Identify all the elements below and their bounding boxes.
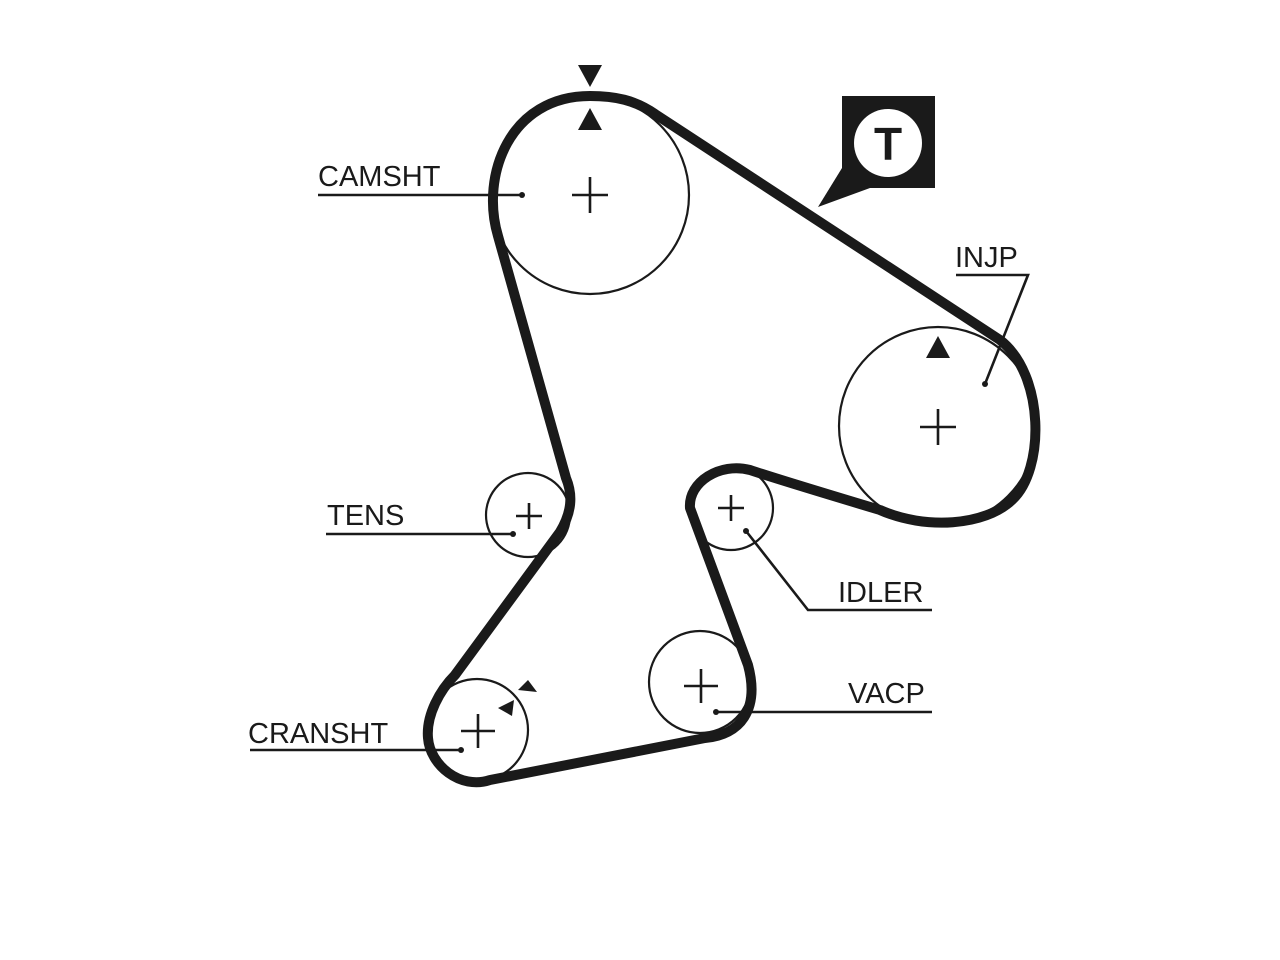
idler-leader: [743, 528, 932, 612]
label-cransht: CRANSHT: [248, 718, 388, 750]
vacuum-pump-leader: [713, 709, 932, 715]
tensioner-leader: [326, 531, 516, 537]
injection-pump-timing-mark-arrow: [926, 336, 950, 358]
timing-belt: [422, 91, 1041, 788]
crankshaft-timing-mark-outer-arrow: [518, 680, 537, 692]
crankshaft-leader: [250, 747, 464, 753]
crankshaft-center-cross: [461, 714, 495, 748]
camshaft-center-cross: [572, 177, 608, 213]
idler-center-cross: [718, 495, 744, 521]
label-tens: TENS: [327, 500, 404, 532]
tension-badge: T: [818, 96, 935, 207]
crankshaft-timing-mark-inner-arrow: [498, 700, 514, 716]
tensioner-center-cross: [516, 503, 542, 529]
label-vacp: VACP: [848, 678, 925, 710]
injection-pump-leader: [956, 273, 1030, 387]
camshaft-timing-mark-pulley-arrow: [578, 108, 602, 130]
tension-badge-letter: T: [874, 118, 902, 170]
injection-pump-center-cross: [920, 409, 956, 445]
camshaft-leader: [318, 192, 525, 198]
label-injp: INJP: [955, 242, 1018, 274]
label-idler: IDLER: [838, 577, 923, 609]
camshaft-timing-mark-top-arrow: [578, 65, 602, 87]
label-camsht: CAMSHT: [318, 161, 441, 193]
vacuum-pump-center-cross: [684, 669, 718, 703]
